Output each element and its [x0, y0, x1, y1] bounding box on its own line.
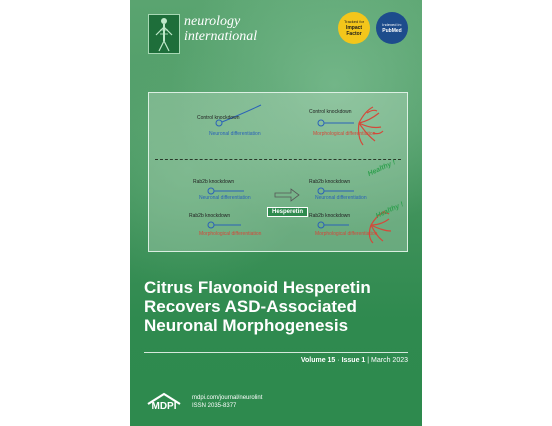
control-knockdown-label-right: Control knockdown	[309, 109, 352, 115]
publisher-info: mdpi.com/journal/neurolint ISSN 2035-837…	[192, 394, 262, 410]
journal-logo	[148, 14, 180, 54]
journal-name: neurology international	[184, 14, 257, 44]
section-divider	[155, 159, 401, 160]
neuron-dendrites	[368, 210, 392, 244]
issue-separator-dot: ·	[335, 357, 342, 364]
rab2b-knockdown-label-2: Rab2b knockdown	[189, 213, 231, 219]
journal-url: mdpi.com/journal/neurolint	[192, 395, 263, 401]
neuron-cell-body	[207, 221, 215, 229]
rab2b-sub-label-4: Morphological differentiation	[315, 231, 378, 237]
mdpi-logo: MDPI	[144, 392, 184, 414]
impact-badge-line2: Impact	[345, 25, 363, 31]
title-rule	[144, 352, 408, 353]
rab2b-knockdown-label-3: Rab2b knockdown	[309, 179, 351, 185]
neuronal-differentiation-label-left: Neuronal differentiation	[209, 131, 261, 137]
impact-badge-line3: Factor	[346, 31, 362, 37]
journal-cover: neurology international Tracked for Impa…	[130, 0, 422, 426]
neuron-cell-body	[207, 187, 215, 195]
hesperetin-label: Hesperetin	[267, 207, 309, 217]
rab2b-knockdown-label-1: Rab2b knockdown	[193, 179, 235, 185]
issue-date: March 2023	[371, 357, 408, 364]
journal-name-line1: neurology	[184, 14, 241, 29]
issue-info: Volume 15 · Issue 1 | March 2023	[301, 357, 408, 364]
article-title: Citrus Flavonoid Hesperetin Recovers ASD…	[144, 278, 414, 335]
impact-factor-badge: Tracked for Impact Factor	[338, 12, 370, 44]
neuron-cell-body	[317, 187, 325, 195]
impact-badge-line1: Tracked for	[343, 19, 365, 24]
neuron-dendrites	[357, 106, 384, 146]
article-title-line2: Recovers ASD-Associated	[144, 297, 357, 316]
journal-issn: ISSN 2035-8377	[192, 403, 237, 409]
graphical-abstract: Control knockdown Neuronal differentiati…	[148, 92, 408, 252]
article-title-line3: Neuronal Morphogenesis	[144, 316, 349, 335]
issue-number: Issue 1	[341, 357, 366, 364]
rab2b-sub-label-1: Neuronal differentiation	[199, 195, 251, 201]
pubmed-badge-line1: Indexed in:	[382, 22, 402, 27]
pubmed-badge-line2: PubMed	[382, 28, 402, 34]
nervous-system-figure-icon	[155, 18, 173, 52]
issue-separator-bar: |	[365, 357, 372, 364]
rab2b-knockdown-label-4: Rab2b knockdown	[309, 213, 351, 219]
treatment-arrow	[274, 188, 300, 202]
neuron-axon	[221, 104, 262, 123]
rab2b-sub-label-2: Morphological differentiation	[199, 231, 262, 237]
mdpi-roof-icon	[147, 392, 181, 405]
pubmed-badge: Indexed in: PubMed	[376, 12, 408, 44]
neuron-illustration	[207, 104, 392, 244]
mdpi-logo-text: MDPI	[151, 401, 177, 412]
rab2b-sub-label-3: Neuronal differentiation	[315, 195, 367, 201]
neuron-cell-body	[317, 119, 325, 127]
article-title-line1: Citrus Flavonoid Hesperetin	[144, 278, 371, 297]
neuron-cell-body	[215, 119, 223, 127]
morphological-differentiation-label-right: Morphological differentiation	[313, 131, 376, 137]
control-knockdown-label-left: Control knockdown	[197, 115, 240, 121]
journal-name-line2: international	[184, 29, 258, 44]
volume-number: Volume 15	[300, 357, 336, 364]
neuron-cell-body	[317, 221, 325, 229]
